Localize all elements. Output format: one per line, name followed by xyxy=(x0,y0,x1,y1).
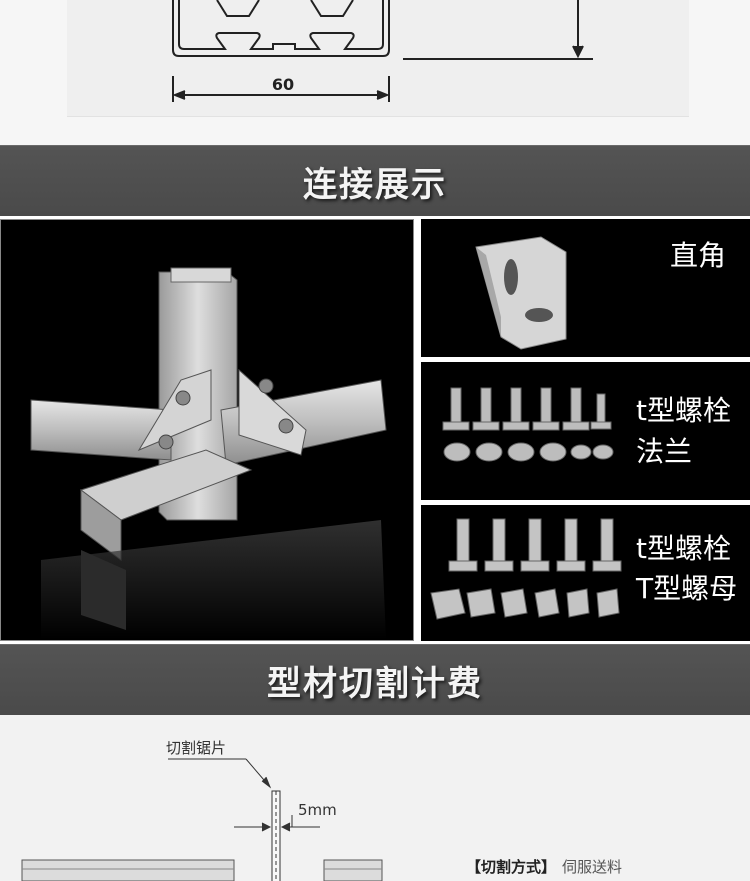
aluminum-joint-illustration xyxy=(30,267,387,640)
cutting-banner: 型材切割计费 xyxy=(0,644,750,715)
blade-width-label: 5mm xyxy=(298,801,337,819)
flange-label-line2: 法兰 xyxy=(636,435,693,468)
dimension-width-label: 60 xyxy=(272,75,294,94)
cutting-method-key: 【切割方式】 xyxy=(466,858,557,876)
flange-bolts-illustration xyxy=(442,387,614,462)
flange-label-line1: t型螺栓 xyxy=(636,394,731,427)
cutting-diagram xyxy=(21,758,383,881)
tnut-label-line2: T型螺母 xyxy=(636,572,738,605)
connection-photo xyxy=(0,219,414,641)
connection-title: 连接展示 xyxy=(303,164,447,205)
cutting-method: 【切割方式】伺服送料 xyxy=(466,856,622,877)
cutting-title: 型材切割计费 xyxy=(267,663,483,704)
connection-banner: 连接展示 xyxy=(0,145,750,216)
profile-drawing: 60 xyxy=(67,0,689,117)
tnut-bolts-illustration xyxy=(430,518,622,620)
profile-drawing-area: 60 xyxy=(0,0,750,145)
tnut-panel: t型螺栓 T型螺母 xyxy=(421,505,750,641)
cutting-diagram-area: 切割锯片 5mm 【切割方式】伺服送料 xyxy=(0,715,750,881)
profile-drawing-svg: 60 xyxy=(172,0,593,102)
flange-panel: t型螺栓 法兰 xyxy=(421,362,750,500)
cutting-method-value: 伺服送料 xyxy=(562,858,623,876)
right-angle-label: 直角 xyxy=(670,239,727,272)
corner-bracket-illustration xyxy=(475,236,567,350)
right-angle-panel: 直角 xyxy=(421,219,750,357)
tnut-label-line1: t型螺栓 xyxy=(636,532,731,565)
blade-label: 切割锯片 xyxy=(166,739,227,757)
